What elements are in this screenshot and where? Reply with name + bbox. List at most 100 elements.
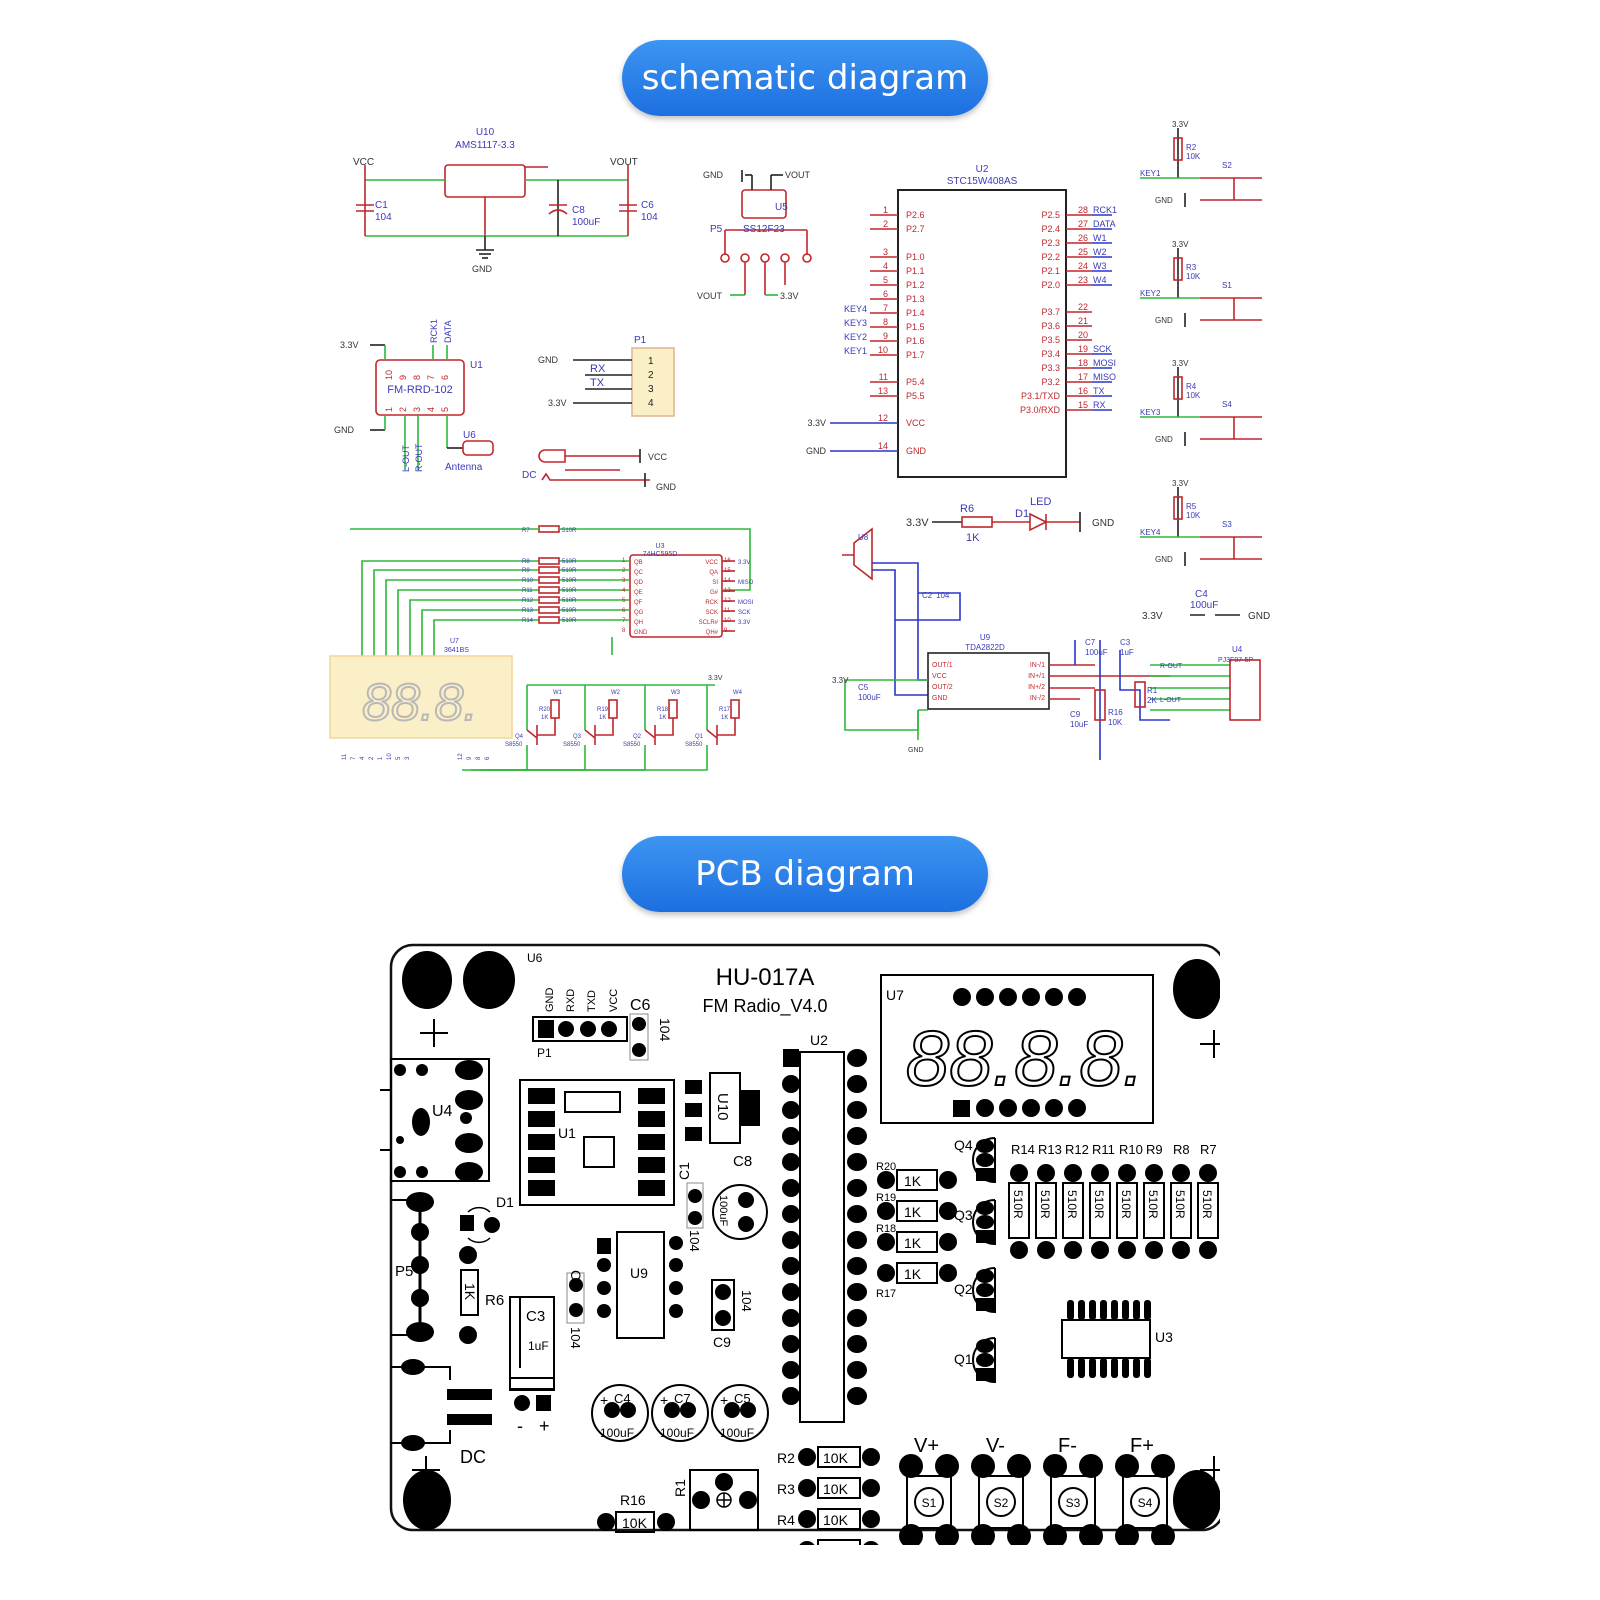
u7-pad xyxy=(1045,1099,1063,1117)
transistor-pad xyxy=(976,1139,994,1153)
u2-pad xyxy=(847,1231,867,1249)
button-s4[interactable]: F+S4 xyxy=(1115,1435,1175,1545)
key-resistor-pad xyxy=(863,1541,879,1545)
r1-label: R1 xyxy=(672,1479,688,1497)
c8-value: 100uF xyxy=(572,217,600,228)
seg-resistor-value: 510R xyxy=(562,528,577,534)
transistor-part: S8550 xyxy=(563,742,581,748)
button-pad xyxy=(1079,1454,1103,1478)
fm-net-label: RCK1 xyxy=(429,319,439,343)
led-section xyxy=(932,512,1081,532)
u3-part: 74HC595D xyxy=(643,551,678,558)
base-resistor-body xyxy=(896,1231,938,1253)
p1-label: P1 xyxy=(537,1046,552,1060)
u7-pad xyxy=(1068,1099,1086,1117)
transistor-pad xyxy=(976,1269,994,1283)
seg-resistor-value: 510R xyxy=(1119,1190,1133,1219)
mcu-pin-number: 15 xyxy=(1078,400,1088,410)
l-out-net: L-OUT xyxy=(1160,697,1182,704)
mcu-pin-number: 6 xyxy=(883,289,888,299)
fm-pin: 8 xyxy=(412,375,422,380)
button-cap[interactable] xyxy=(1058,1487,1088,1517)
p1-pin-numbers: 1 2 3 4 xyxy=(648,356,654,409)
pcb-header: PCB diagram xyxy=(622,836,988,912)
d1-label: D1 xyxy=(496,1194,514,1210)
elcap-pad xyxy=(680,1402,696,1418)
polarity-plus: + xyxy=(539,1416,550,1436)
button-body[interactable] xyxy=(906,1475,952,1529)
driver-net: W1 xyxy=(553,690,563,696)
u2-pad xyxy=(847,1387,867,1405)
button-body[interactable] xyxy=(978,1475,1024,1529)
u2-pad xyxy=(847,1153,867,1171)
c1-c8-caps: C1 104 C8 100uF xyxy=(676,1153,768,1252)
display-pin: 11 xyxy=(342,753,348,760)
u3-pin-name: QB xyxy=(634,560,643,566)
key-resistor-pad xyxy=(798,1510,816,1528)
key-resistor-value: 10K xyxy=(1186,272,1201,281)
button-cap[interactable] xyxy=(914,1487,944,1517)
u3-pin-num: 2 xyxy=(622,568,626,574)
button-body[interactable] xyxy=(1122,1475,1168,1529)
transistor-pad xyxy=(976,1168,994,1181)
key-switch-ref: S2 xyxy=(1222,161,1232,170)
p1-gnd: GND xyxy=(538,355,559,365)
base-resistor-ref: R18 xyxy=(876,1223,896,1235)
key-resistor-ref: R4 xyxy=(1186,382,1197,391)
button-body[interactable] xyxy=(1050,1475,1096,1529)
c5-value: 100uF xyxy=(858,693,881,702)
key-gnd-label: GND xyxy=(1155,435,1173,444)
dc-jack-section xyxy=(538,449,650,487)
display-pin: 10 xyxy=(387,753,393,760)
c2-label: C2 xyxy=(568,1270,584,1288)
mcu-pin-number: 21 xyxy=(1078,316,1088,326)
r-out-net: R-OUT xyxy=(1160,663,1183,670)
button-pad xyxy=(1115,1454,1139,1478)
button-s3[interactable]: F-S3 xyxy=(1043,1435,1103,1545)
amp-3v3: 3.3V xyxy=(832,676,849,685)
p1-pin: 1 xyxy=(648,356,654,367)
u2-pad xyxy=(782,1309,800,1327)
button-s1[interactable]: V+S1 xyxy=(899,1435,959,1545)
u8-ref: U8 xyxy=(858,533,869,542)
u2-pad xyxy=(847,1101,867,1119)
driver-resistor-value: 1K xyxy=(599,715,606,721)
button-cap[interactable] xyxy=(986,1487,1016,1517)
u3-leg xyxy=(1133,1358,1140,1378)
mcu-pin-name: P2.5 xyxy=(1041,210,1060,220)
mcu-section xyxy=(830,189,1112,478)
key-resistor-ref: R5 xyxy=(777,1543,795,1545)
p1-ref: P1 xyxy=(634,335,647,346)
u10-part: AMS1117-3.3 xyxy=(455,140,515,151)
u2-pad xyxy=(782,1283,800,1301)
seg-resistor-pad xyxy=(1064,1164,1082,1182)
button-cap[interactable] xyxy=(1130,1487,1160,1517)
u2-pad xyxy=(782,1361,800,1379)
seg-resistor-body xyxy=(1197,1182,1219,1239)
u3-pin-name: VCC xyxy=(705,560,718,566)
mcu-pin-number: 26 xyxy=(1078,233,1088,243)
c2-cap: C2 104 xyxy=(566,1270,585,1349)
key-resistors: 10KR210KR310KR410KR5 xyxy=(777,1446,880,1545)
transistor-part: S8550 xyxy=(685,742,703,748)
mcu-pin-name: GND xyxy=(906,446,927,456)
key-resistor-body xyxy=(817,1477,861,1499)
seg-resistor-value: 510R xyxy=(1065,1190,1079,1219)
mcu-pin-number: 22 xyxy=(1078,302,1088,312)
driver-resistor-ref: R19 xyxy=(597,707,609,713)
mcu-pin-name: P2.2 xyxy=(1041,252,1060,262)
mcu-net-label: GND xyxy=(806,446,827,456)
u2-pad xyxy=(782,1231,800,1249)
u7-pad xyxy=(976,988,994,1006)
u3-pin-num: 16 xyxy=(724,558,731,564)
c6-value: 104 xyxy=(657,1018,673,1042)
seg-resistor-pad xyxy=(1118,1164,1136,1182)
mcu-pin-name: P2.3 xyxy=(1041,238,1060,248)
seg-resistor-pad xyxy=(1199,1164,1217,1182)
board-subtitle: FM Radio_V4.0 xyxy=(702,996,827,1017)
mcu-pin-number: 16 xyxy=(1078,386,1088,396)
base-resistor-ref: R19 xyxy=(876,1192,896,1204)
display-digits: 88.8. xyxy=(362,674,478,732)
key-supply-label: 3.3V xyxy=(1172,359,1189,368)
button-s2[interactable]: V-S2 xyxy=(971,1435,1031,1545)
